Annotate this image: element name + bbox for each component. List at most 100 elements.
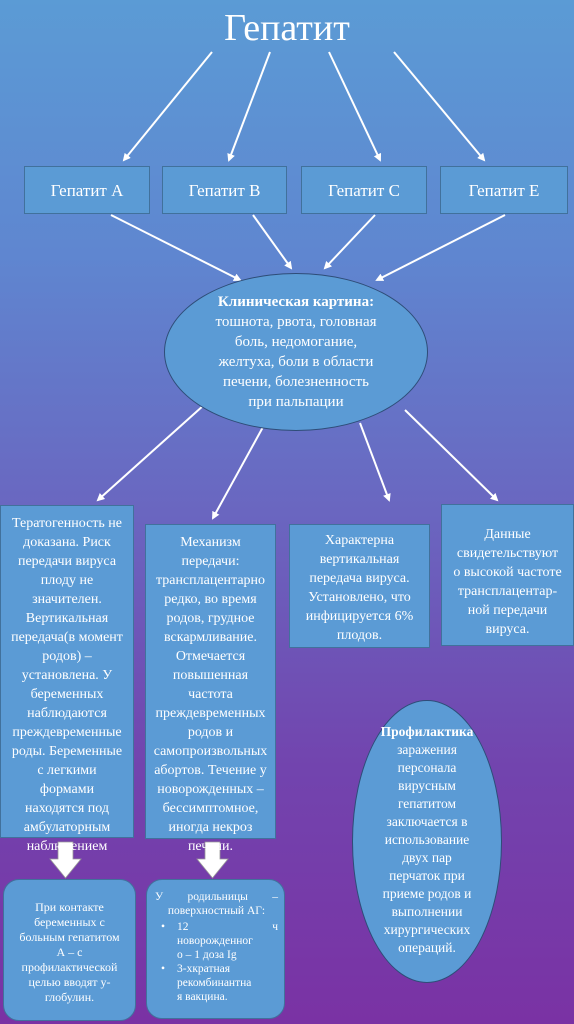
text-line: больным гепатитом xyxy=(19,930,120,944)
hepatitis-e-pregnancy-box: Данные свидетельствуют о высокой частоте… xyxy=(441,504,574,646)
text-line: целью вводят у- xyxy=(28,975,111,989)
text-line: вскармливание. xyxy=(163,630,257,645)
text-line: двух пар xyxy=(402,850,452,865)
text-line: беременных с xyxy=(34,915,105,929)
text-line: профилактической xyxy=(21,960,118,974)
arrow-title-to-hep-e xyxy=(393,51,486,162)
hepatitis-c-pregnancy-box: Характерна вертикальная передача вируса.… xyxy=(289,524,430,648)
text-line: о – 1 доза Ig xyxy=(177,949,237,961)
arrow-hep-a-to-clinical xyxy=(110,214,242,281)
text-line: перчаток при xyxy=(389,868,465,883)
text-line: новорожденног xyxy=(177,935,253,947)
text-line: плоду не xyxy=(40,573,94,588)
list-item: 12 ч новорожденног о – 1 доза Ig xyxy=(155,920,278,962)
down-arrow-col2 xyxy=(196,841,229,879)
clinical-line: печени, болезненность xyxy=(223,374,369,390)
text-line: инфицируется 6% xyxy=(305,609,414,624)
text-line: передача(в момент xyxy=(11,630,123,645)
text-line: новорожденных – xyxy=(157,782,264,797)
hepatitis-a-pregnancy-box: Тератогенность не доказана. Риск передач… xyxy=(0,505,134,854)
hepatitis-c-box: Гепатит C xyxy=(301,166,427,214)
arrow-title-to-hep-c xyxy=(328,51,382,162)
text-line: частота xyxy=(188,687,233,702)
text-line: абортов. Течение у xyxy=(154,763,267,778)
text-line: персонала xyxy=(397,760,457,775)
text-line: бессимптомное, xyxy=(162,801,259,816)
text-line: наблюдаются xyxy=(27,706,107,721)
text-line: беременных xyxy=(30,687,104,702)
text-line: доказана. Риск xyxy=(23,535,111,550)
prevention-heading: Профилактика xyxy=(380,724,474,739)
text-line: Отмечается xyxy=(175,649,246,664)
text-line: вертикальная xyxy=(319,552,400,567)
text-line: приеме родов и xyxy=(382,886,472,901)
hepatitis-b-box: Гепатит B xyxy=(162,166,287,214)
text-line: родов) – xyxy=(42,649,92,664)
text-line: 12 ч xyxy=(177,921,278,933)
arrow-title-to-hep-a xyxy=(122,51,213,162)
text-line: плодов. xyxy=(336,628,383,643)
prevention-ellipse: Профилактика заражения персонала вирусны… xyxy=(352,700,502,983)
arrow-hep-e-to-clinical xyxy=(375,214,506,281)
text-line: передачи: xyxy=(181,554,240,569)
text-line: А – с xyxy=(56,945,83,959)
text-line: заражения xyxy=(397,742,457,757)
text-line: с легкими xyxy=(37,763,97,778)
clinical-line: тошнота, рвота, головная xyxy=(215,314,377,330)
text-line: преждевременные xyxy=(12,725,122,740)
text-line: хирургических xyxy=(383,922,471,937)
arrow-hep-b-to-clinical xyxy=(252,214,293,270)
arrow-title-to-hep-b xyxy=(227,51,271,162)
text-line: вируса. xyxy=(485,622,530,637)
text-line: передача вируса. xyxy=(309,571,410,586)
text-line: амбулаторным xyxy=(23,820,111,835)
text-line: ной передачи xyxy=(467,603,548,618)
text-line: Установлено, что xyxy=(308,590,411,605)
text-line: печени. xyxy=(187,839,234,854)
text-line: трансплацентар- xyxy=(457,584,558,599)
text-line: глобулин. xyxy=(44,990,95,1004)
clinical-picture-ellipse: Клиническая картина: тошнота, рвота, гол… xyxy=(164,273,428,431)
text-line: выполнении xyxy=(391,904,463,919)
down-arrow-col1 xyxy=(49,841,82,879)
text-line: повышенная xyxy=(172,668,249,683)
text-line: значителен. xyxy=(32,592,102,607)
text-line: Данные xyxy=(484,527,531,542)
text-line: преждевременных xyxy=(155,706,266,721)
text-line: формами xyxy=(39,782,95,797)
arrow-clinical-to-col1 xyxy=(96,404,205,502)
text-line: При контакте xyxy=(35,900,104,914)
arrow-clinical-to-col3 xyxy=(359,422,391,502)
text-line: наблюдением xyxy=(26,839,108,854)
page-title: Гепатит xyxy=(224,7,350,49)
clinical-line: при пальпации xyxy=(248,394,344,410)
text-line: У родильницы – xyxy=(155,891,278,903)
text-line: использование xyxy=(384,832,470,847)
text-line: установлена. У xyxy=(21,668,113,683)
hepatitis-b-pregnancy-box: Механизм передачи: трансплацентарно редк… xyxy=(145,524,276,854)
text-line: Вертикальная xyxy=(25,611,109,626)
text-line: самопроизвольных xyxy=(153,744,268,759)
prophylaxis-b-list: 12 ч новорожденног о – 1 доза Ig 3-хкрат… xyxy=(155,920,278,1004)
text-line: редко, во время xyxy=(164,592,257,607)
arrow-hep-c-to-clinical xyxy=(323,214,376,270)
text-line: иногда некроз xyxy=(168,820,253,835)
text-line: Тератогенность не xyxy=(11,516,123,531)
clinical-line: боль, недомогание, xyxy=(234,334,358,350)
text-line: родов и xyxy=(187,725,234,740)
text-line: находятся под xyxy=(25,801,109,816)
text-line: 3-хкратная xyxy=(177,963,231,975)
clinical-heading: Клиническая картина: xyxy=(217,294,375,310)
clinical-line: желтуха, боли в области xyxy=(218,354,374,370)
text-line: вирусным xyxy=(398,778,456,793)
hepatitis-e-box: Гепатит E xyxy=(440,166,568,214)
text-line: роды. Беременные xyxy=(11,744,123,759)
text-line: передачи вируса xyxy=(17,554,117,569)
text-line: свидетельствуют xyxy=(456,546,559,561)
hepatitis-b-prophylaxis-box: У родильницы – поверхностный АГ: 12 ч но… xyxy=(146,879,285,1019)
text-line: родов, грудное xyxy=(166,611,255,626)
text-line: о высокой частоте xyxy=(453,565,562,580)
hepatitis-a-prophylaxis-box: При контакте беременных с больным гепати… xyxy=(3,879,136,1021)
text-line: гепатитом xyxy=(397,796,457,811)
